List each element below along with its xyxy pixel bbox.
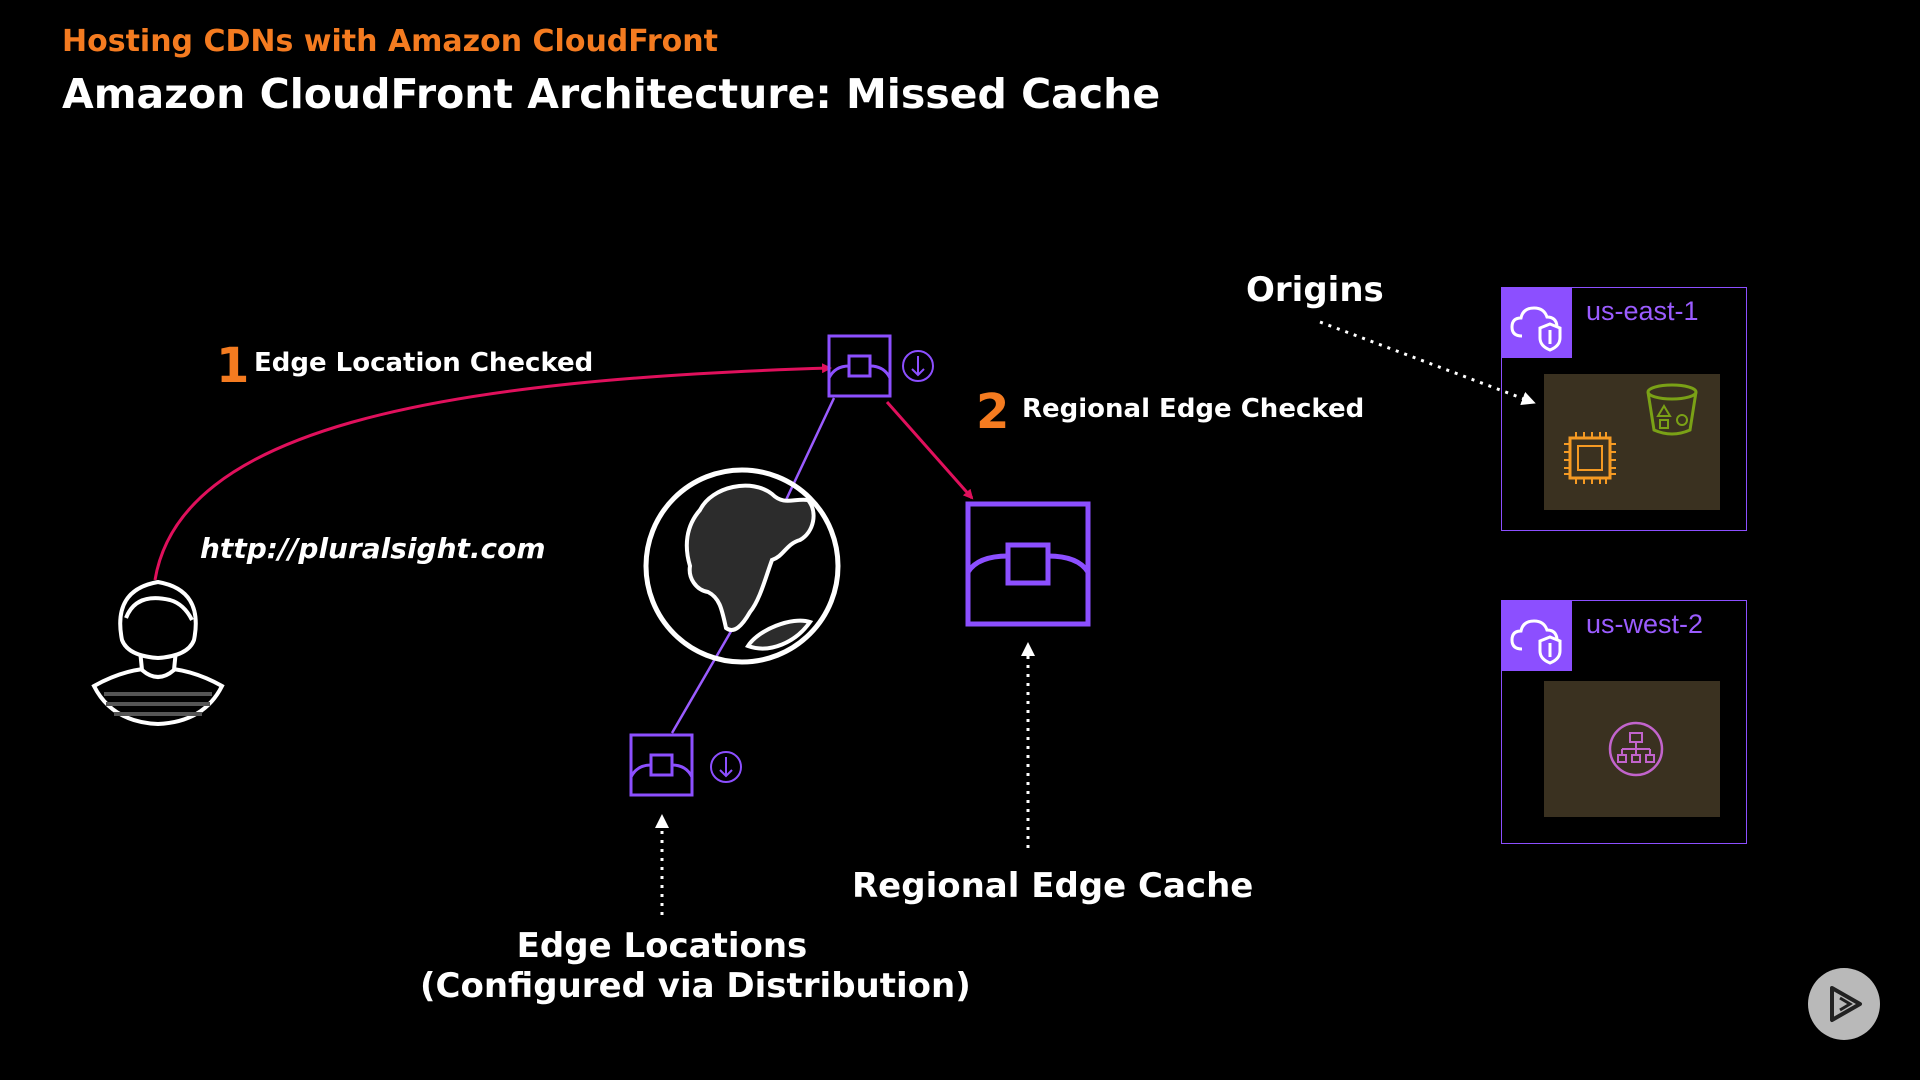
regional-edge-cache-label: Regional Edge Cache: [852, 866, 1254, 906]
edge-location-icon-top: [827, 334, 892, 398]
region-badge: [1502, 288, 1572, 358]
edge-location-icon-bottom: [629, 733, 694, 797]
download-icon-bottom: [710, 751, 742, 783]
download-icon-top: [902, 350, 934, 382]
region-name: us-east-1: [1586, 296, 1699, 326]
step-2-number: 2: [976, 384, 1010, 440]
play-icon: [1830, 986, 1862, 1022]
region-services: [1544, 681, 1720, 817]
load-balancer-icon: [1608, 721, 1664, 777]
edge-locations-label-line2: (Configured via Distribution): [420, 966, 971, 1006]
cloud-shield-icon: [1510, 619, 1562, 665]
region-badge: [1502, 601, 1572, 671]
origins-label: Origins: [1246, 270, 1384, 310]
play-button[interactable]: [1808, 968, 1880, 1040]
region-name: us-west-2: [1586, 609, 1704, 639]
globe-link-top: [776, 397, 836, 518]
deck-subtitle: Hosting CDNs with Amazon CloudFront: [62, 24, 718, 59]
request-arrow-to-regional: [885, 401, 974, 500]
globe-icon: [643, 467, 841, 665]
s3-bucket-icon: [1646, 383, 1698, 436]
region-us-east-1: us-east-1: [1501, 287, 1747, 531]
request-arrow-to-edge: [153, 363, 832, 581]
step-1-label: Edge Location Checked: [254, 348, 594, 378]
user-avatar-icon: [91, 579, 225, 727]
edge-locations-label: Edge Locations (Configured via Distribut…: [420, 926, 971, 1006]
region-services: [1544, 374, 1720, 510]
ec2-chip-icon: [1564, 432, 1616, 484]
step-1-number: 1: [216, 338, 250, 394]
cloud-shield-icon: [1510, 306, 1562, 352]
region-us-west-2: us-west-2: [1501, 600, 1747, 844]
regional-edge-cache-icon: [965, 501, 1091, 627]
request-url: http://pluralsight.com: [200, 532, 546, 565]
slide-title: Amazon CloudFront Architecture: Missed C…: [62, 70, 1161, 118]
origins-pointer: [1319, 320, 1536, 406]
step-2-label: Regional Edge Checked: [1022, 394, 1365, 424]
edge-locations-label-line1: Edge Locations: [516, 926, 808, 966]
